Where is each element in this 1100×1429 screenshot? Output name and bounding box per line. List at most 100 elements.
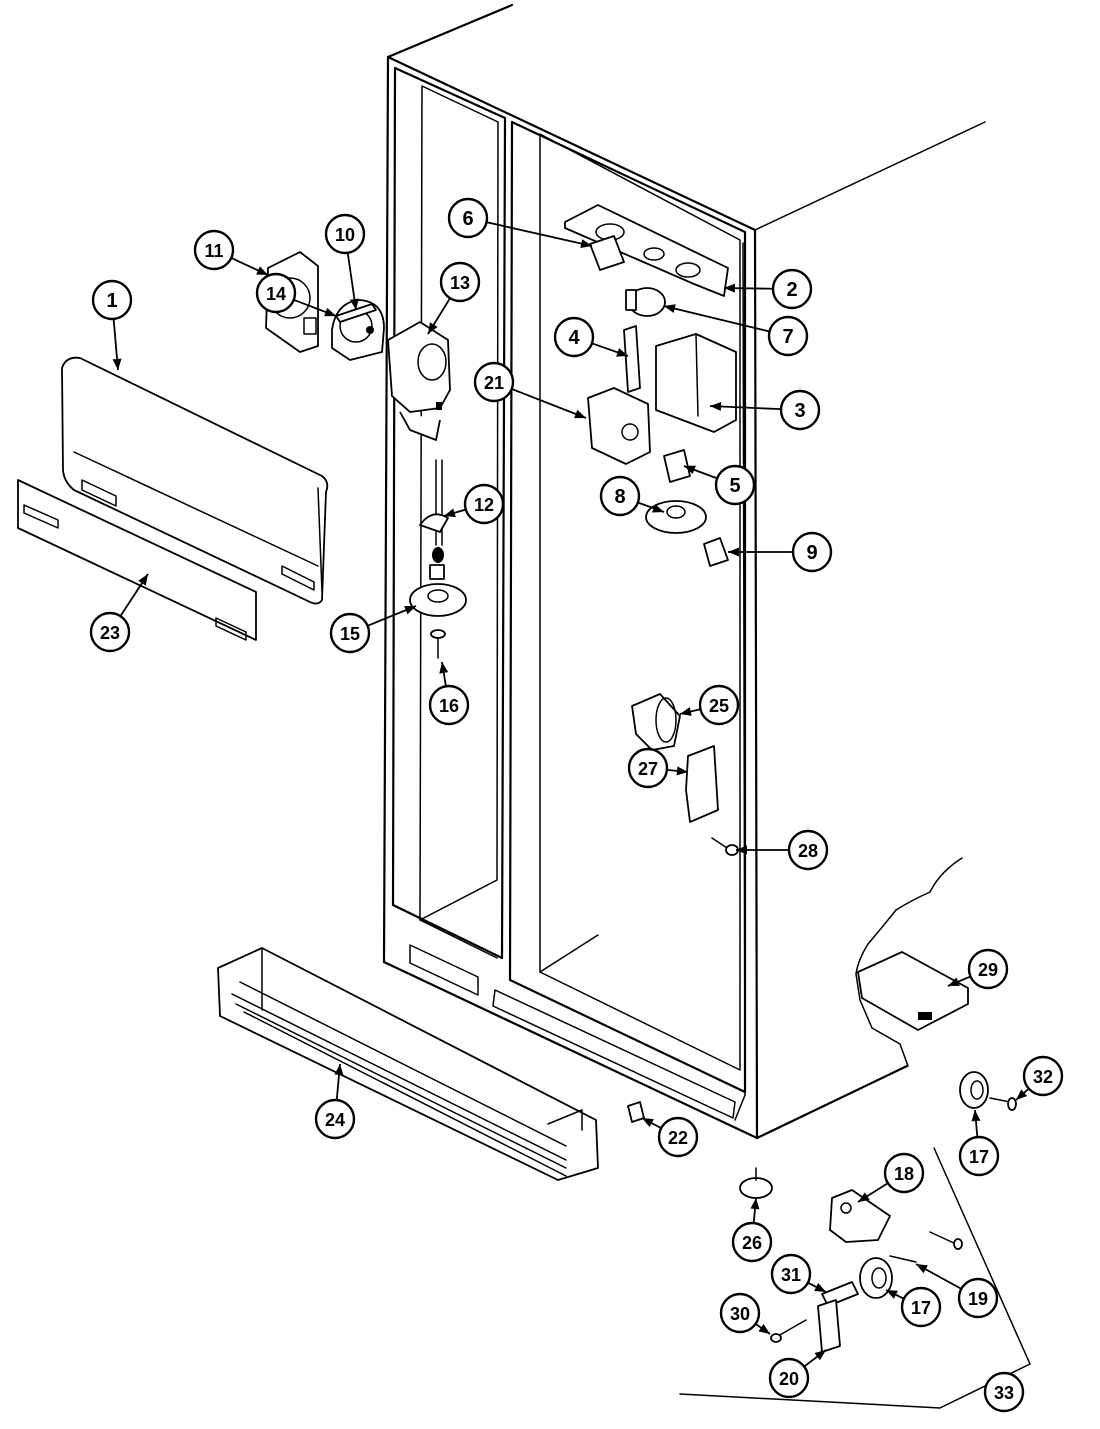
part-25-grommet [631, 693, 681, 751]
callout-circle [883, 1152, 925, 1194]
callout-circle [314, 1098, 356, 1140]
part-15-knob [409, 583, 467, 617]
leader-arrow-1 [112, 358, 122, 370]
leader-arrow-20 [814, 1350, 826, 1361]
callout-number: 1 [106, 290, 117, 312]
callout-c5: 5 [714, 464, 756, 506]
leader-arrow-31 [814, 1282, 826, 1292]
callout-number: 15 [340, 624, 360, 644]
callout-circle [958, 1135, 1000, 1177]
part-23-panel-strip [17, 479, 257, 641]
callout-c9: 9 [791, 531, 833, 573]
leader-arrow-18 [858, 1192, 870, 1202]
part-12-shaft [419, 459, 449, 580]
callout-circle [599, 475, 641, 517]
callout-number: 23 [100, 623, 120, 643]
callout-c4: 4 [553, 316, 595, 358]
callout-number: 29 [978, 960, 998, 980]
callout-c12: 12 [463, 483, 505, 525]
leader-arrow-22 [642, 1118, 654, 1128]
callout-circle [957, 1277, 999, 1319]
leader-arrow-23 [138, 574, 148, 586]
leader-arrow-27 [676, 766, 688, 776]
callout-number: 7 [782, 326, 793, 348]
callout-c26: 26 [731, 1221, 773, 1263]
callout-number: 21 [484, 373, 504, 393]
callout-number: 32 [1033, 1067, 1053, 1087]
callout-c30: 30 [719, 1292, 761, 1334]
part-1-control-panel [61, 356, 329, 605]
leader-arrow-24 [334, 1064, 344, 1076]
callout-number: 10 [335, 225, 355, 245]
leader-arrow-25 [680, 707, 692, 716]
part-9-button [703, 537, 729, 567]
callout-circle [193, 229, 235, 271]
leader-lines [112, 221, 1030, 1368]
callout-c27: 27 [627, 747, 669, 789]
callout-c6: 6 [447, 197, 489, 239]
part-21-control-module [587, 387, 651, 465]
callout-c17a: 17 [958, 1135, 1000, 1177]
callout-number: 16 [439, 696, 459, 716]
callout-c20: 20 [768, 1357, 810, 1399]
leader-arrow-28 [736, 845, 747, 855]
callout-c16: 16 [428, 684, 470, 726]
callout-circle [900, 1286, 942, 1328]
leader-arrow-17 [971, 1110, 981, 1122]
callout-c24: 24 [314, 1098, 356, 1140]
part-26-leveling-foot [739, 1167, 773, 1199]
callout-c28: 28 [787, 829, 829, 871]
leader-arrow-19 [916, 1264, 928, 1274]
callout-circle [627, 747, 669, 789]
callout-c17b: 17 [900, 1286, 942, 1328]
leader-arrow-14 [324, 307, 336, 317]
callout-number: 26 [742, 1233, 762, 1253]
callout-c8: 8 [599, 475, 641, 517]
part-27-bracket [685, 745, 719, 823]
part-28-screw [711, 837, 739, 856]
part-6-socket [589, 235, 625, 271]
leader-arrow-5 [684, 465, 696, 475]
callout-circle [91, 279, 133, 321]
part-3-light-cover [655, 333, 737, 433]
callout-c3: 3 [779, 389, 821, 431]
callout-c21: 21 [473, 361, 515, 403]
callout-number: 18 [894, 1164, 914, 1184]
leader-line-21 [511, 388, 587, 419]
callout-circle [967, 948, 1009, 990]
callout-circle [255, 272, 297, 314]
callout-c1: 1 [91, 279, 133, 321]
leader-arrow-7 [664, 304, 676, 313]
callout-circle [771, 268, 813, 310]
callout-circle [439, 261, 481, 303]
callout-number: 9 [806, 542, 817, 564]
callout-c23: 23 [89, 611, 131, 653]
part-4-bracket [623, 325, 641, 393]
leader-arrow-9 [728, 547, 739, 557]
part-7-bulb [625, 287, 666, 317]
callout-circle [779, 389, 821, 431]
leader-arrow-2 [724, 283, 736, 293]
roller-assembly [679, 1147, 1031, 1409]
leader-arrow-11 [256, 266, 268, 275]
callout-number: 30 [730, 1304, 750, 1324]
part-16-screw [430, 629, 446, 659]
callout-circle [791, 531, 833, 573]
part-29-bracket [855, 857, 969, 1067]
callout-number: 11 [204, 241, 223, 261]
callout-number: 22 [668, 1128, 688, 1148]
callout-c2: 2 [771, 268, 813, 310]
callout-circle [787, 829, 829, 871]
part-14-clip [335, 303, 377, 323]
callout-number: 5 [729, 475, 740, 497]
callout-circle [983, 1371, 1025, 1413]
leader-line-6 [486, 221, 593, 247]
callout-number: 14 [266, 284, 286, 304]
leader-arrow-29 [948, 977, 960, 986]
callout-c7: 7 [767, 315, 809, 357]
part-8-knob [645, 500, 707, 534]
callout-number: 13 [450, 273, 470, 293]
part-22-clip [627, 1101, 645, 1123]
callout-circle [1022, 1055, 1064, 1097]
